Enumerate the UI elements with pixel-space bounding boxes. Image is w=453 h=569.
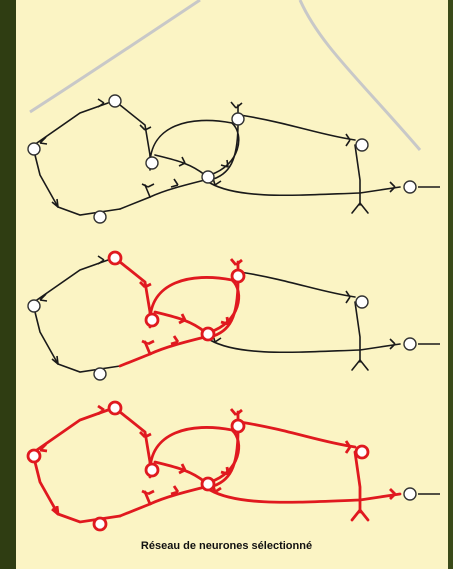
neuron-soma	[94, 211, 106, 223]
selected-neuron-soma	[202, 328, 214, 340]
neuron-soma	[356, 139, 368, 151]
neuron-soma	[356, 296, 368, 308]
neuron-soma	[404, 181, 416, 193]
selected-neuron-soma	[109, 402, 121, 414]
neuron-soma	[109, 95, 121, 107]
selected-neuron-soma	[28, 450, 40, 462]
selected-neuron-soma	[146, 314, 158, 326]
selected-neuron-soma	[109, 252, 121, 264]
selected-neuron-soma	[356, 446, 368, 458]
selected-neuron-soma	[94, 518, 106, 530]
selected-neuron-soma	[202, 478, 214, 490]
figure-caption: Réseau de neurones sélectionné	[0, 540, 453, 552]
neuron-soma	[232, 113, 244, 125]
neuron-soma	[28, 300, 40, 312]
neuron-soma	[146, 157, 158, 169]
neuron-soma	[94, 368, 106, 380]
neuron-soma	[28, 143, 40, 155]
neuron-soma	[404, 338, 416, 350]
selected-neuron-soma	[232, 420, 244, 432]
selected-neuron-soma	[146, 464, 158, 476]
neuron-soma	[404, 488, 416, 500]
neuron-soma	[202, 171, 214, 183]
paper-background	[16, 0, 448, 569]
selected-neuron-soma	[232, 270, 244, 282]
